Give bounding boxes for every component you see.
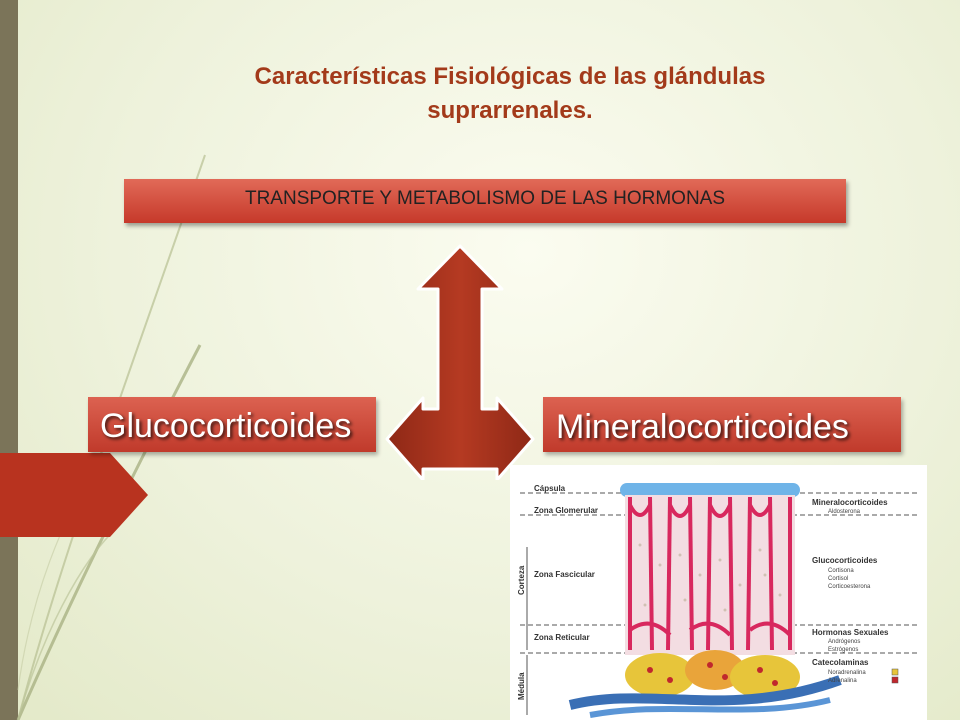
label-corteza: Corteza bbox=[517, 565, 526, 595]
mineralocorticoids-box: Mineralocorticoides bbox=[543, 397, 901, 452]
group-glucocorticoides-title: Glucocorticoides bbox=[812, 556, 878, 565]
medulla-cells bbox=[568, 650, 842, 718]
group-hormonas-sexuales-item-1: Andrógenos bbox=[828, 639, 860, 645]
adrenal-histology-image: Cápsula Zona Glomerular Zona Fascicular … bbox=[510, 465, 927, 720]
label-medula: Médula bbox=[517, 672, 526, 700]
mineralocorticoids-label: Mineralocorticoides bbox=[556, 408, 849, 446]
label-zona-fascicular: Zona Fascicular bbox=[534, 570, 595, 579]
left-side-bar bbox=[0, 0, 18, 720]
group-hormonas-sexuales-title: Hormonas Sexuales bbox=[812, 628, 889, 637]
red-tab-arrow bbox=[0, 453, 148, 537]
group-catecolaminas-title: Catecolaminas bbox=[812, 658, 869, 667]
group-glucocorticoides-item-2: Cortisol bbox=[828, 576, 848, 582]
glucocorticoids-box: Glucocorticoides bbox=[88, 397, 376, 452]
slide-title: Características Fisiológicas de las glán… bbox=[140, 60, 880, 128]
group-catecolaminas-item-1: Noradrenalina bbox=[828, 670, 866, 676]
group-glucocorticoides-item-1: Cortisona bbox=[828, 568, 854, 574]
label-zona-reticular: Zona Reticular bbox=[534, 633, 590, 642]
slide-title-line-2: suprarrenales. bbox=[427, 97, 593, 124]
group-hormonas-sexuales-item-2: Estrógenos bbox=[828, 647, 858, 653]
group-catecolaminas-item-2: Adrenalina bbox=[828, 678, 857, 684]
glucocorticoids-label: Glucocorticoides bbox=[100, 407, 352, 445]
slide-title-line-1: Características Fisiológicas de las glán… bbox=[254, 63, 766, 90]
group-mineralocorticoides-title: Mineralocorticoides bbox=[812, 498, 888, 507]
label-capsula: Cápsula bbox=[534, 484, 566, 493]
cortex-cords bbox=[625, 495, 795, 655]
adrenalina-key bbox=[891, 676, 899, 684]
transport-metabolism-box: TRANSPORTE Y METABOLISMO DE LAS HORMONAS bbox=[124, 179, 846, 223]
label-zona-glomerular: Zona Glomerular bbox=[534, 506, 598, 515]
noradrenalina-key bbox=[891, 668, 899, 676]
three-way-arrow bbox=[385, 244, 535, 480]
group-mineralocorticoides-item: Aldosterona bbox=[828, 509, 861, 515]
group-glucocorticoides-item-3: Corticoesterona bbox=[828, 584, 871, 590]
